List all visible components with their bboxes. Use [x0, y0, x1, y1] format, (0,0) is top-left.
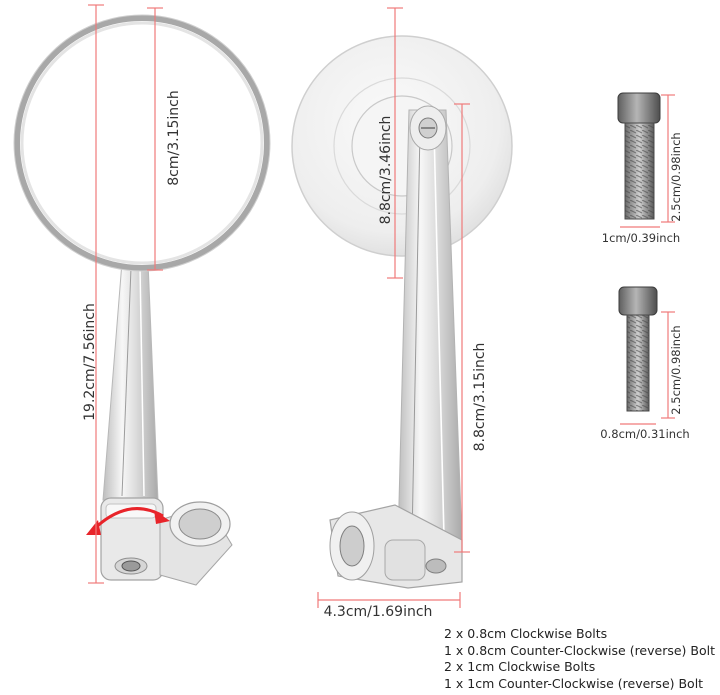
left-head-diameter-label: 8cm/3.15inch: [166, 90, 182, 185]
right-stem-length-label: 8.8cm/3.15inch: [472, 343, 488, 452]
left-mirror: [13, 14, 271, 586]
bolt-1cm-width-label: 1cm/0.39inch: [602, 231, 680, 245]
bolt-0-8cm-dimension-lines: [620, 311, 675, 425]
left-dimension-lines: [88, 4, 163, 584]
bolt-0-8cm: [618, 286, 658, 412]
right-mirror: [291, 35, 513, 589]
note-line: 1 x 1cm Counter-Clockwise (reverse) Bolt: [444, 675, 704, 691]
bolt-0-8cm-length-label: 2.5cm/0.98inch: [669, 325, 683, 414]
bolt-head-icon: [618, 286, 658, 316]
bolt-1cm-dimension-lines: [620, 94, 675, 228]
left-total-length-label: 19.2cm/7.56inch: [82, 303, 98, 421]
right-mirror-base: [329, 504, 463, 589]
left-mirror-stem: [102, 261, 159, 501]
clamp-bolt-icon: [121, 560, 141, 572]
note-line: 2 x 0.8cm Clockwise Bolts: [444, 626, 608, 641]
right-dimension-lines: [317, 7, 470, 608]
right-base-width-label: 4.3cm/1.69inch: [324, 604, 433, 620]
bolt-head-icon: [617, 92, 661, 124]
included-bolts-notes: 2 x 0.8cm Clockwise Bolts 1 x 0.8cm Coun…: [444, 626, 720, 692]
bolt-0-8cm-width-label: 0.8cm/0.31inch: [600, 427, 689, 441]
left-mirror-knuckle: [159, 501, 233, 586]
note-line: 2 x 1cm Clockwise Bolts: [444, 659, 596, 675]
left-mirror-ring: [14, 15, 270, 271]
bolt-1cm: [617, 92, 661, 220]
bolt-1cm-length-label: 2.5cm/0.98inch: [669, 132, 683, 221]
note-line: 1 x 0.8cm Counter-Clockwise (reverse) Bo…: [444, 642, 716, 658]
right-head-diameter-label: 8.8cm/3.46inch: [378, 116, 394, 225]
